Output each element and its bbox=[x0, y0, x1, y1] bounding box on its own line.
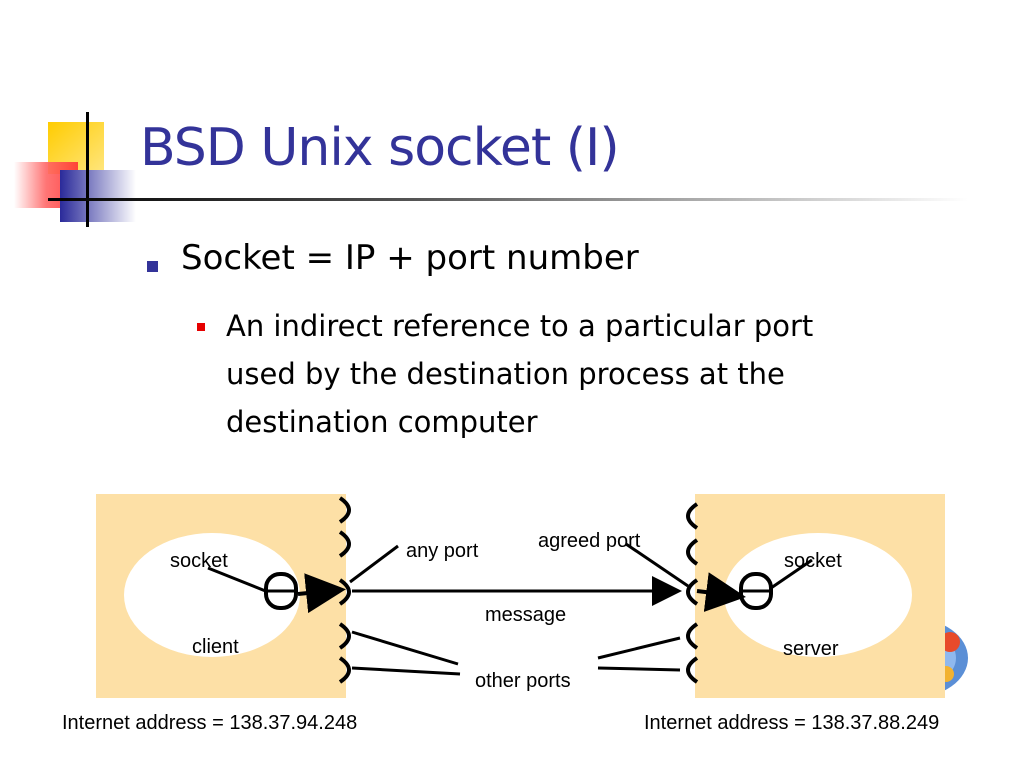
client-address-label: Internet address = 138.37.94.248 bbox=[62, 712, 358, 734]
client-process-label: client bbox=[192, 636, 239, 658]
agreed-port-label: agreed port bbox=[538, 530, 641, 552]
sub-bullet-line: used by the destination process at the bbox=[226, 357, 785, 391]
slide-title: BSD Unix socket (I) bbox=[140, 118, 620, 178]
server-ports bbox=[686, 502, 699, 684]
sub-bullet-line: An indirect reference to a particular po… bbox=[226, 309, 814, 343]
sub-bullet-text: An indirect reference to a particular po… bbox=[226, 302, 866, 446]
message-label: message bbox=[485, 604, 567, 626]
any-port-label: any port bbox=[406, 540, 479, 562]
client-socket-label: socket bbox=[170, 550, 228, 572]
server-address-label: Internet address = 138.37.88.249 bbox=[644, 712, 940, 734]
sub-bullet-line: destination computer bbox=[226, 405, 538, 439]
port-to-server-socket-arrow bbox=[696, 572, 746, 612]
client-socket-to-port-arrow bbox=[297, 573, 346, 614]
other-ports-label: other ports bbox=[475, 670, 571, 692]
server-socket-label: socket bbox=[784, 550, 842, 572]
title-underline bbox=[48, 198, 968, 201]
client-process bbox=[124, 533, 300, 657]
bullet-text: Socket = IP + port number bbox=[181, 238, 639, 278]
sub-bullet-marker bbox=[197, 323, 205, 331]
server-process-label: server bbox=[783, 638, 839, 660]
decorative-squares bbox=[0, 100, 140, 230]
bullet-marker bbox=[147, 261, 158, 272]
server-process bbox=[724, 533, 912, 657]
socket-diagram: socket client socket server any port agr… bbox=[0, 480, 1024, 768]
